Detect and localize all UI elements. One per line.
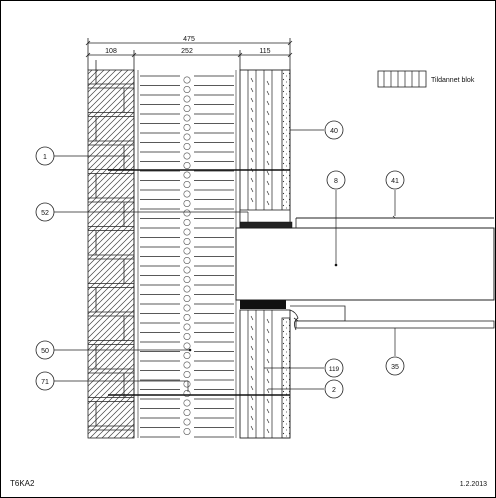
callout-40-label: 40 xyxy=(330,128,338,135)
callout-52: 52 xyxy=(35,202,55,222)
dimension-insulation: 252 xyxy=(181,48,193,55)
callout-8: 8 xyxy=(326,170,346,190)
dimension-brick: 108 xyxy=(105,48,117,55)
callout-50-label: 50 xyxy=(41,348,49,355)
drawing-code: T6KA2 xyxy=(10,479,35,488)
legend-label: Tildannet blok xyxy=(431,77,475,84)
callout-41-label: 41 xyxy=(391,178,399,185)
callout-35: 35 xyxy=(385,356,405,376)
drawing-date: 1.2.2013 xyxy=(460,481,487,488)
callout-119-label: 119 xyxy=(329,366,340,373)
insulation-cavity xyxy=(133,70,237,438)
dimension-chain xyxy=(85,38,293,70)
callout-50: 50 xyxy=(35,340,55,360)
callout-1: 1 xyxy=(35,146,55,166)
callout-8-label: 8 xyxy=(334,178,338,185)
legend xyxy=(377,70,427,88)
callout-2-label: 2 xyxy=(332,387,336,394)
dimension-inner: 115 xyxy=(259,48,270,55)
callout-119: 119 xyxy=(324,358,344,378)
callout-1-label: 1 xyxy=(43,154,47,161)
inner-block-leaf xyxy=(239,69,291,439)
callout-40: 40 xyxy=(324,120,344,140)
dimension-total: 475 xyxy=(183,36,195,43)
callout-2: 2 xyxy=(324,379,344,399)
wall-ties xyxy=(108,169,290,396)
floor-slab xyxy=(235,209,495,331)
callout-35-label: 35 xyxy=(391,364,399,371)
callout-71: 71 xyxy=(35,371,55,391)
brick-outer-leaf xyxy=(87,60,135,439)
callout-41: 41 xyxy=(385,170,405,190)
callout-71-label: 71 xyxy=(41,379,49,386)
callout-leaders xyxy=(54,129,396,392)
callout-52-label: 52 xyxy=(41,210,49,217)
